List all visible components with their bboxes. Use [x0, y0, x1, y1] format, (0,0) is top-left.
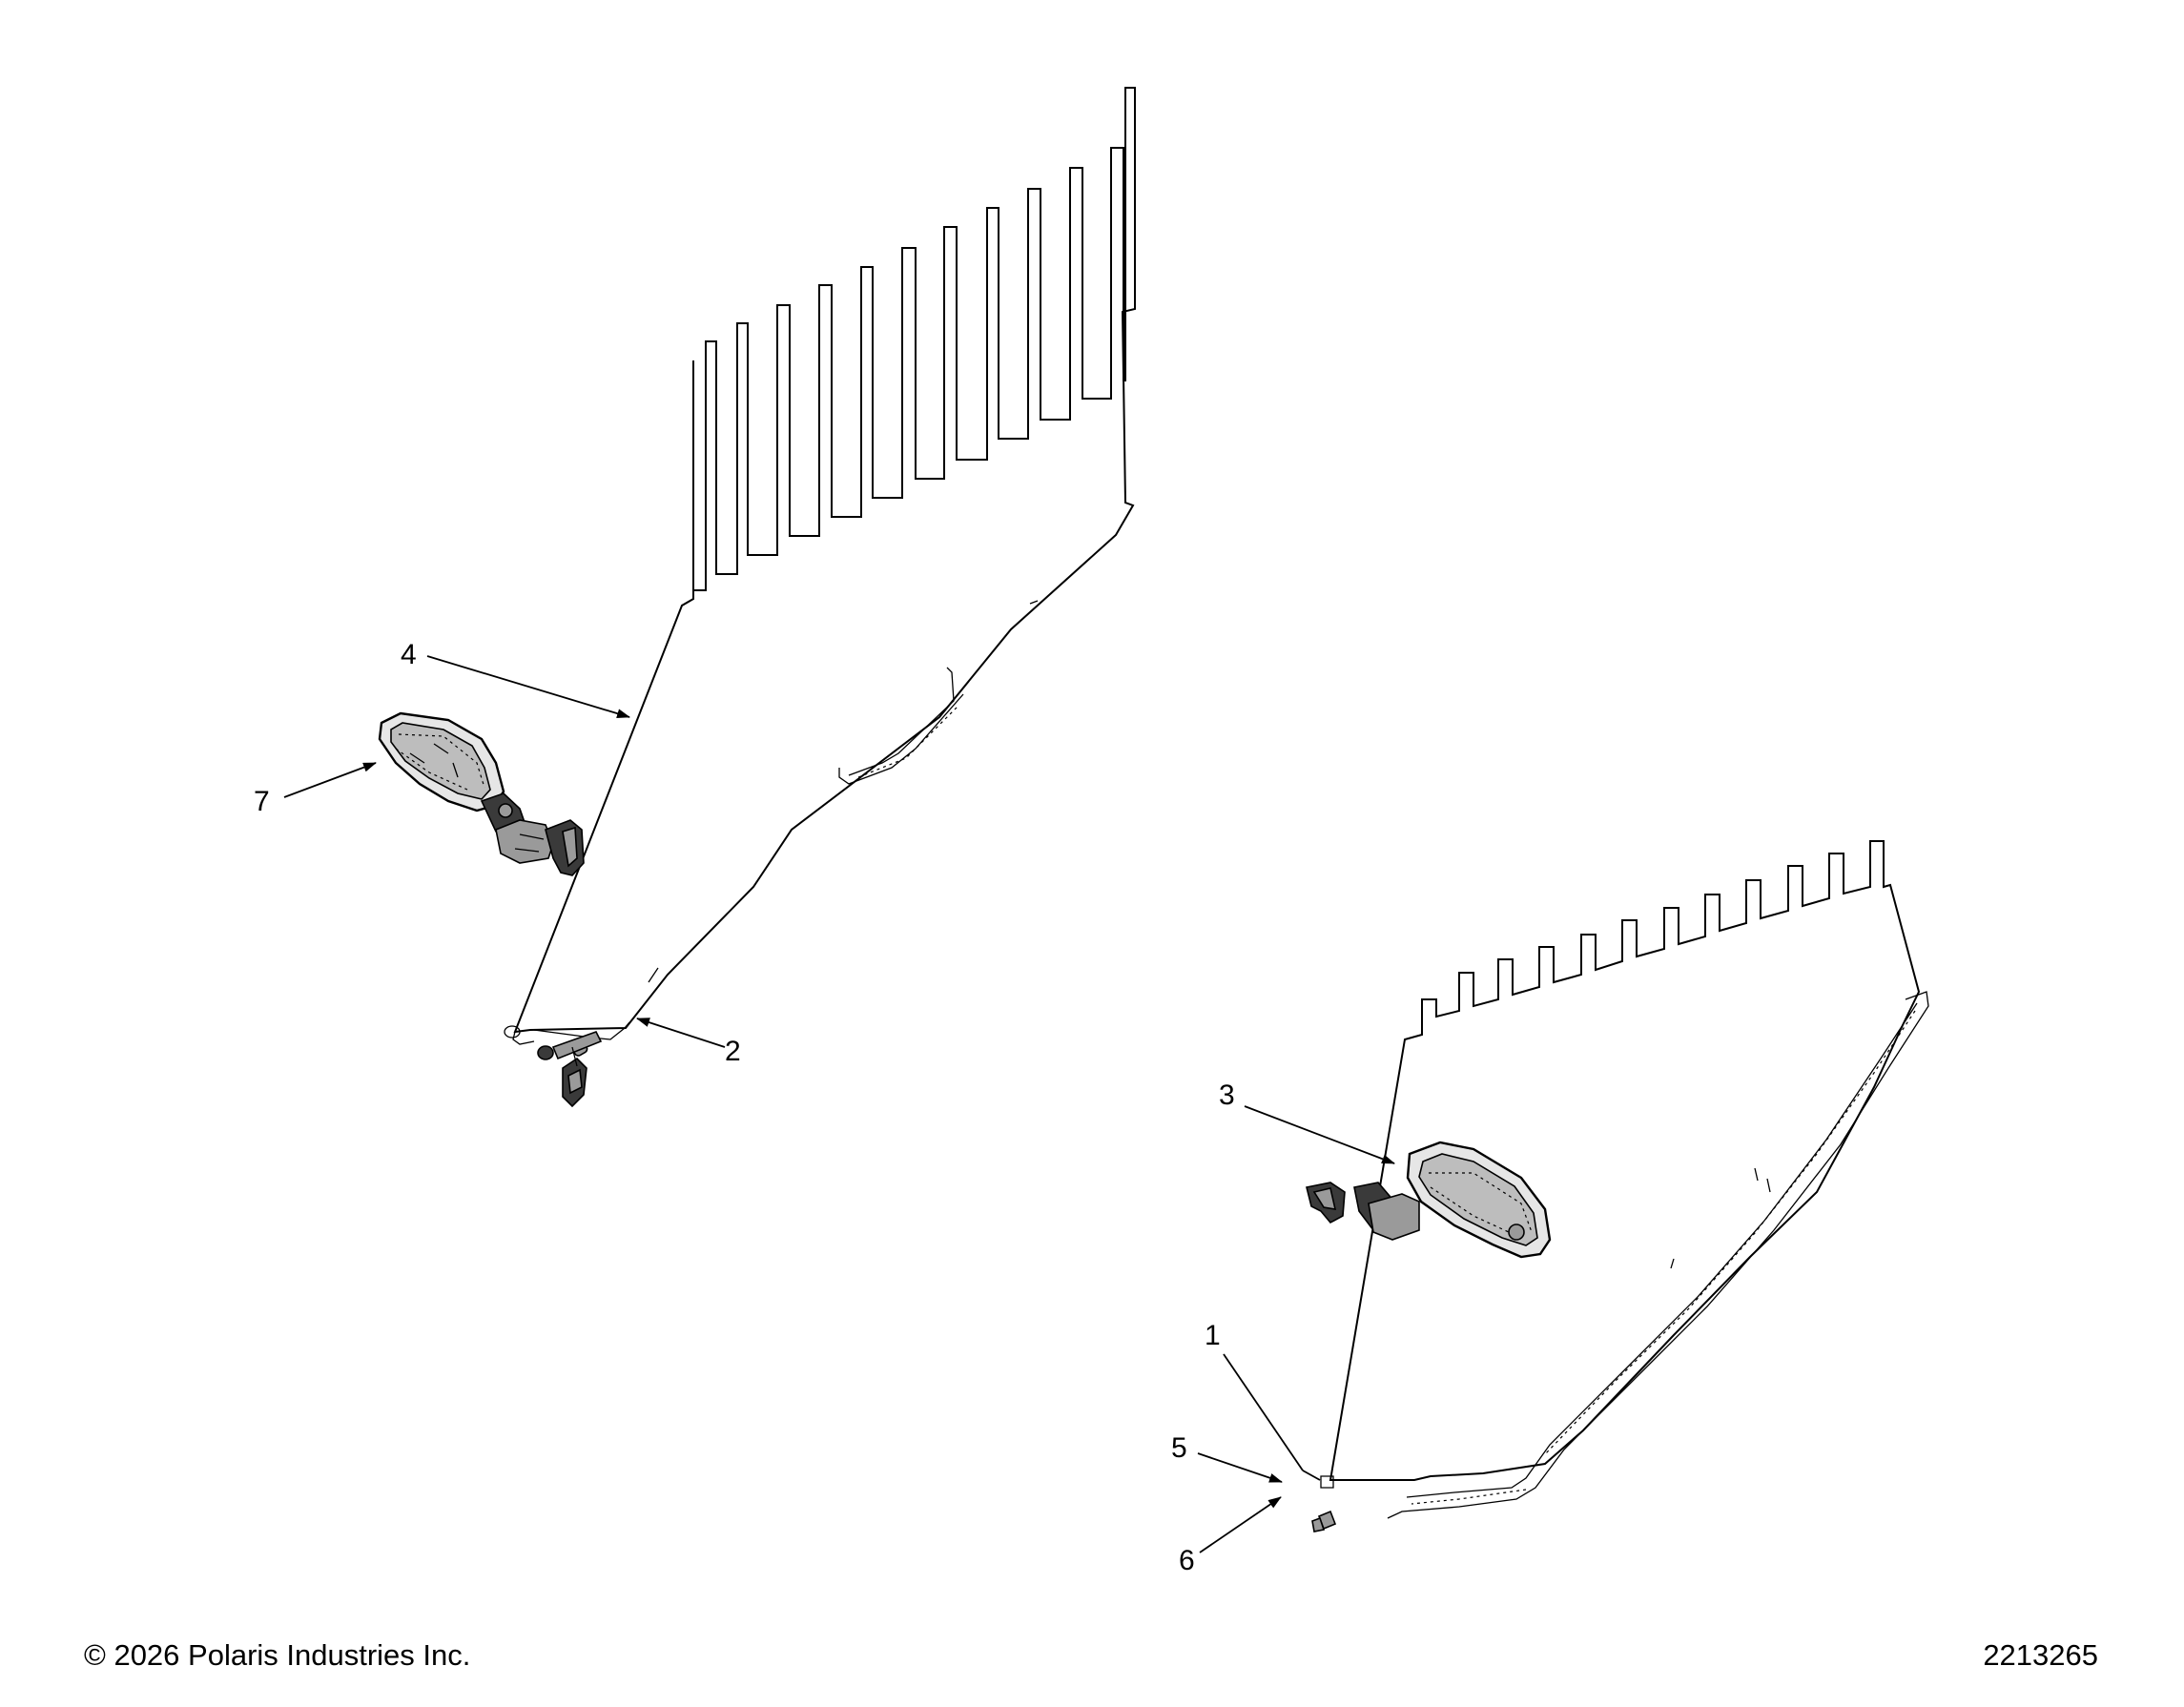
right-door-panel: [1311, 840, 1929, 1532]
callout-leaders: [283, 655, 1395, 1553]
left-door-panel: [504, 87, 1136, 1108]
callout-1: 1: [1205, 1320, 1221, 1351]
callout-6: 6: [1179, 1545, 1195, 1576]
copyright-notice: © 2026 Polaris Industries Inc.: [84, 1638, 471, 1672]
left-side-mirror: [378, 711, 585, 876]
callout-2: 2: [725, 1036, 741, 1067]
callout-5: 5: [1171, 1432, 1187, 1464]
right-side-mirror: [1306, 1141, 1552, 1259]
callout-4: 4: [401, 639, 417, 670]
callout-3: 3: [1219, 1080, 1235, 1111]
left-latch-hardware: [537, 1031, 603, 1108]
callout-7: 7: [254, 786, 270, 817]
diagram-reference-number: 2213265: [1983, 1638, 2098, 1672]
